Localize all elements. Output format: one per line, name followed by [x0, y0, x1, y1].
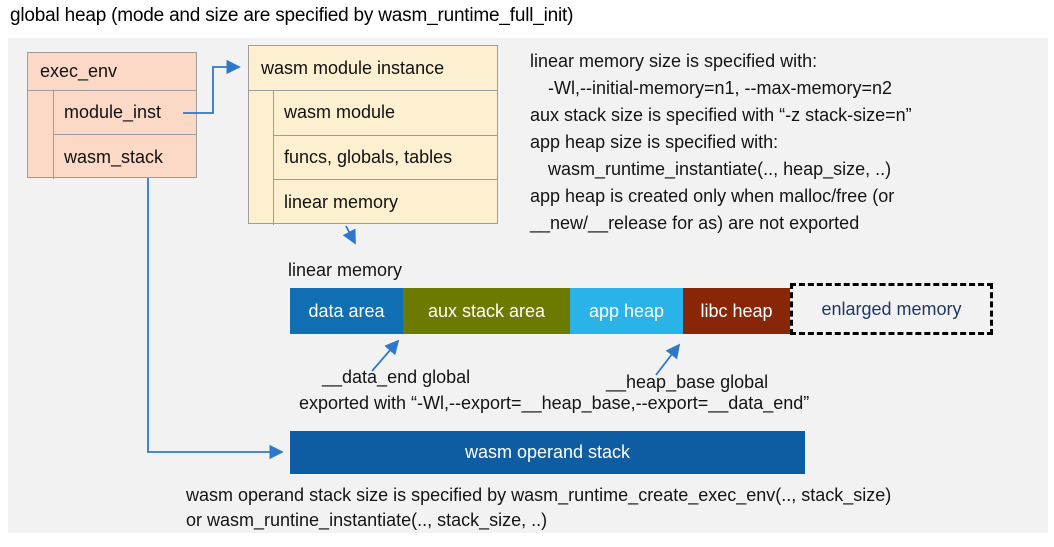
diagram-title: global heap (mode and size are specified… — [10, 5, 574, 26]
note-line: aux stack size is specified with “-z sta… — [530, 105, 912, 125]
memory-segment-libc-heap: libc heap — [683, 288, 790, 334]
heap-base-global-label: __heap_base global — [606, 372, 769, 392]
footer-line: wasm operand stack size is specified by … — [186, 485, 892, 505]
enlarged-memory-box: enlarged memory — [790, 283, 993, 335]
memory-segment-aux-stack-area: aux stack area — [403, 288, 570, 334]
exec-env-row-module-inst: module_inst — [54, 91, 196, 135]
note-line: linear memory size is specified with: — [530, 51, 818, 71]
footer-line: or wasm_runtine_instantiate(.., stack_si… — [186, 510, 548, 530]
wasm-module-instance-box: wasm module instance wasm module funcs, … — [248, 45, 498, 225]
exec-env-row-wasm-stack: wasm_stack — [64, 146, 164, 167]
memory-segment-data-area: data area — [290, 288, 403, 334]
exec-env-indent-strip — [28, 91, 54, 179]
linear-memory-label: linear memory — [288, 260, 403, 280]
note-line: app heap size is specified with: — [530, 132, 779, 152]
module-instance-row-funcs-globals-tables: funcs, globals, tables — [274, 136, 497, 181]
memory-segment-app-heap: app heap — [570, 288, 683, 334]
note-line: -Wl,--initial-memory=n1, --max-memory=n2 — [548, 78, 893, 98]
wasm-module-instance-header: wasm module instance — [249, 46, 497, 91]
module-instance-row-linear-memory: linear memory — [284, 191, 399, 212]
exec-env-box: exec_env module_inst wasm_stack — [27, 52, 197, 179]
operand-stack-note: wasm operand stack size is specified by … — [186, 483, 891, 533]
exec-env-header: exec_env — [28, 53, 196, 91]
exported-with-note: exported with “-Wl,--export=__heap_base,… — [299, 393, 810, 413]
wasm-operand-stack-bar: wasm operand stack — [290, 431, 805, 474]
note-line: __new/__release for as) are not exported — [530, 213, 860, 233]
note-line: wasm_runtime_instantiate(.., heap_size, … — [548, 159, 892, 179]
note-line: app heap is created only when malloc/fre… — [530, 186, 895, 206]
size-notes-block: linear memory size is specified with: -W… — [530, 48, 912, 237]
data-end-global-label: __data_end global — [322, 367, 471, 387]
module-instance-indent-strip — [249, 91, 274, 225]
module-instance-row-wasm-module: wasm module — [274, 91, 497, 136]
linear-memory-bar: data area aux stack area app heap libc h… — [290, 288, 790, 334]
